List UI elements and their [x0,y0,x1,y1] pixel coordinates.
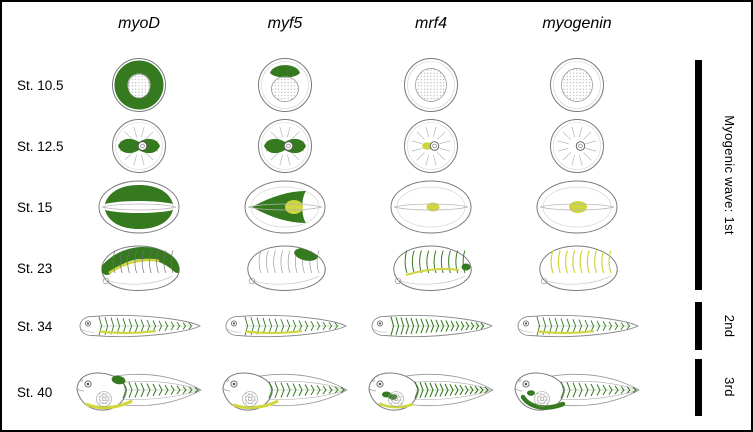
embryo-st40-myf5 [212,367,358,417]
embryo-drawing [225,315,348,337]
stage-row-23: St. 23 [2,238,751,298]
wave-3-label: 3rd [722,377,737,397]
embryo-st23-myf5 [212,240,358,296]
wave-1-label: Myogenic wave: 1st [722,115,737,235]
wave-3-bar [695,359,702,416]
row-label-st-34: St. 34 [17,318,53,334]
embryo-drawing [112,58,166,112]
embryo-drawing [539,245,618,291]
embryo-drawing [98,180,180,234]
embryo-st23-mrf4 [358,240,504,296]
stage-row-12-5: St. 12.5 [2,116,751,176]
row-label-st-15: St. 15 [17,199,53,215]
embryo-drawing [258,119,312,173]
embryo-drawing [404,58,458,112]
embryo-st12-5-myod [66,117,212,175]
embryo-st12-5-myogenin [504,117,650,175]
stage-row-15: St. 15 [2,176,751,238]
embryo-drawing [536,180,618,234]
stage-row-34: St. 34 [2,298,751,354]
embryo-drawing [550,119,604,173]
embryo-st34-myod [66,310,212,342]
embryo-st23-myogenin [504,240,650,296]
embryo-drawing [550,58,604,112]
embryo-drawing [112,119,166,173]
embryo-st15-mrf4 [358,178,504,236]
embryo-st40-mrf4 [358,367,504,417]
embryo-st15-myogenin [504,178,650,236]
embryo-drawing [258,58,312,112]
embryo-st34-mrf4 [358,310,504,342]
row-label-st-40: St. 40 [17,384,53,400]
embryo-st12-5-myf5 [212,117,358,175]
embryo-drawing [79,315,202,337]
embryo-drawing [101,245,180,291]
wave-1-bar [695,60,702,290]
embryo-st10-5-myogenin [504,56,650,114]
embryo-st40-myogenin [504,367,650,417]
embryo-st10-5-myod [66,56,212,114]
row-label-st-12-5: St. 12.5 [17,138,64,154]
embryo-drawing [404,119,458,173]
embryo-drawing [76,372,202,411]
row-label-st-23: St. 23 [17,260,53,276]
embryo-st15-myod [66,178,212,236]
column-header-row: myoD myf5 mrf4 myogenin [2,2,751,54]
embryo-drawing [517,315,640,337]
embryo-st34-myogenin [504,310,650,342]
embryo-st15-myf5 [212,178,358,236]
embryo-st10-5-myf5 [212,56,358,114]
embryo-st23-myod [66,240,212,296]
column-header-myf5: myf5 [267,15,303,32]
embryo-drawing [247,245,326,291]
corner-spacer [2,2,66,54]
embryo-drawing [368,372,494,411]
row-label-st-10-5: St. 10.5 [17,77,64,93]
stage-row-10-5: St. 10.5 [2,54,751,116]
embryo-st34-myf5 [212,310,358,342]
embryo-drawing [514,372,640,411]
embryo-drawing [390,180,472,234]
column-header-myogenin: myogenin [542,15,612,32]
embryo-drawing [371,315,494,337]
wave-2-bar [695,302,702,350]
embryo-drawing [244,180,326,234]
column-header-mrf4: mrf4 [415,15,447,32]
wave-2-label: 2nd [722,314,737,338]
stage-row-40: St. 40 [2,354,751,430]
embryo-drawing [393,245,472,291]
column-header-myod: myoD [118,15,160,32]
embryo-drawing [222,372,348,411]
embryo-st40-myod [66,367,212,417]
embryo-st10-5-mrf4 [358,56,504,114]
embryo-st12-5-mrf4 [358,117,504,175]
